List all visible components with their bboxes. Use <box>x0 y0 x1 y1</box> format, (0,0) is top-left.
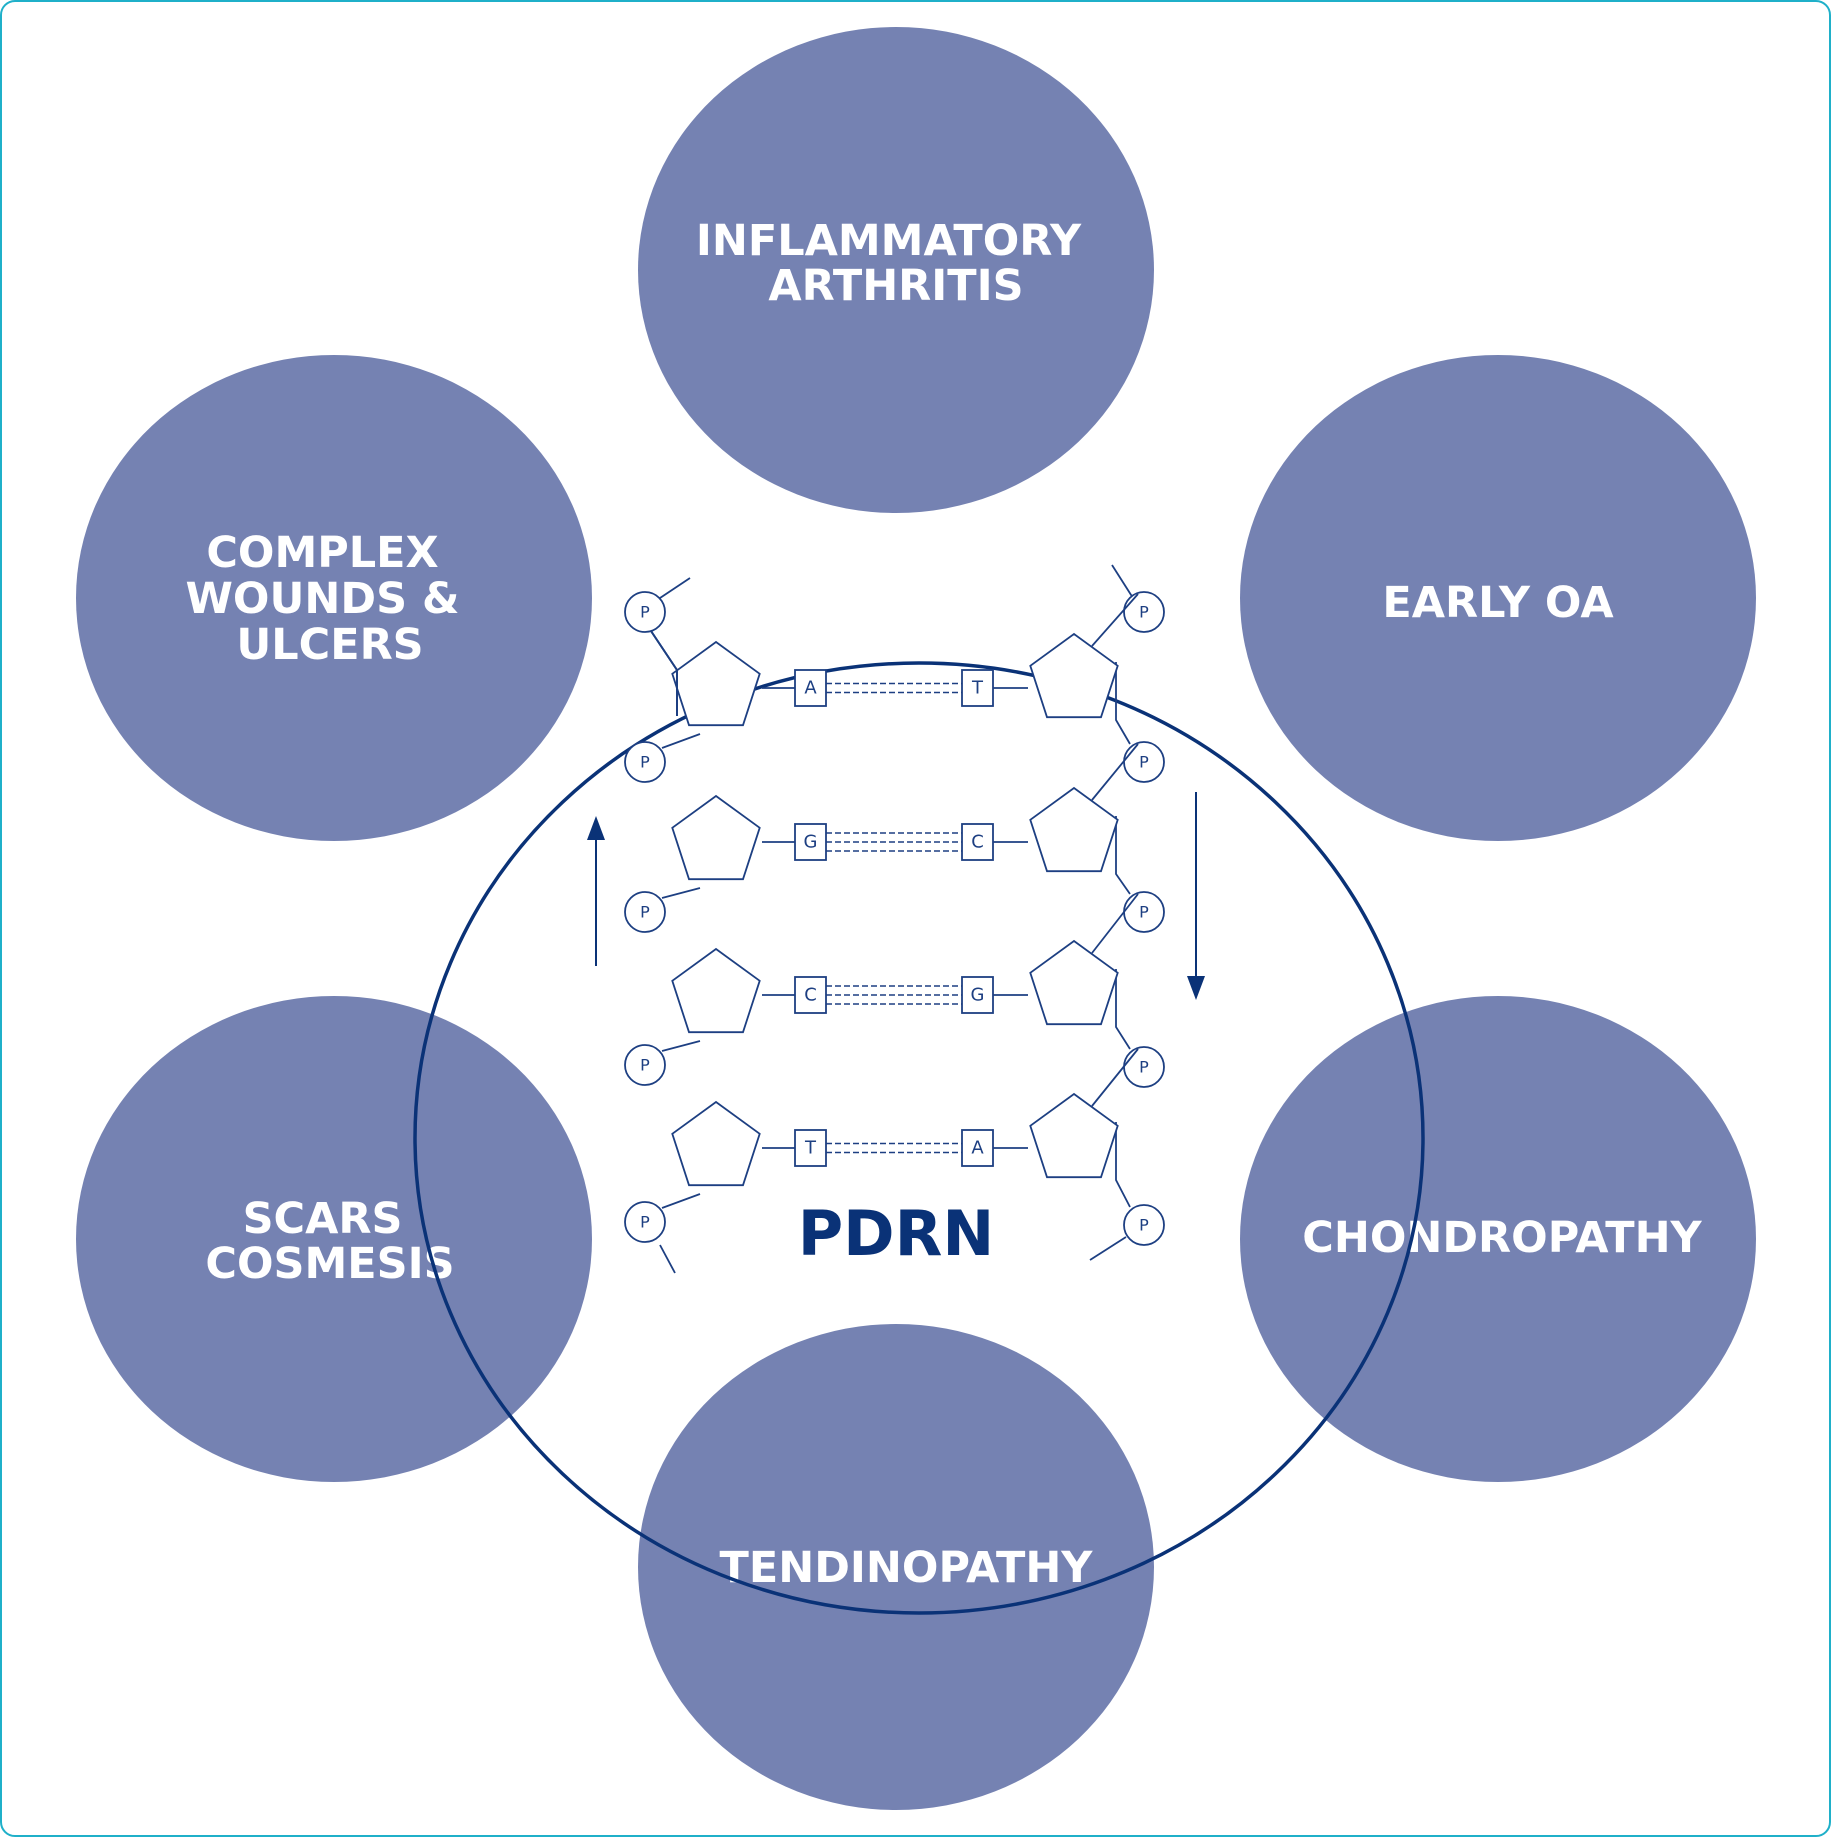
base-box-left-1 <box>794 823 827 861</box>
pdrn-ring <box>413 661 1425 1615</box>
base-box-right-2 <box>961 976 994 1014</box>
phosphate-right-0-label: P <box>1139 603 1149 622</box>
phosphate-left-1-circle <box>624 741 666 783</box>
dna-double-helix: P P P P P P P P P P A T G C C G T A <box>624 564 1165 1274</box>
phosphate-right-3-label: P <box>1139 1058 1149 1077</box>
label-inflammatory-arthritis: INFLAMMATORY ARTHRITIS <box>696 216 1096 311</box>
phosphate-right-4-circle <box>1123 1204 1165 1246</box>
strand-arrow-down-head <box>1187 976 1205 1000</box>
sugar-left-3 <box>671 1100 761 1187</box>
backbone-right-lower-1 <box>1115 816 1131 895</box>
phosphate-left-1-label: P <box>640 753 650 772</box>
sugar-right-3 <box>1029 1092 1119 1179</box>
backbone-right-upper-2 <box>1091 893 1139 954</box>
backbone-left-upper-3 <box>650 630 678 716</box>
base-left-1: G <box>804 832 818 853</box>
sugar-right-1 <box>1029 786 1119 873</box>
phosphate-left-4-circle <box>624 1201 666 1243</box>
phosphate-left-0-circle <box>624 591 666 633</box>
backbone-left-lower-2 <box>661 1040 701 1052</box>
backbone-right-lower-0 <box>1115 662 1131 745</box>
center-label-pdrn: PDRN <box>798 1197 995 1270</box>
label-complex-wounds-ulcers-line-3: ULCERS <box>236 620 423 670</box>
label-inflammatory-arthritis-line-2: ARTHRITIS <box>768 261 1023 311</box>
backbone-right-lower-3 <box>1115 1122 1131 1208</box>
label-chondropathy-line-1: CHONDROPATHY <box>1302 1213 1702 1263</box>
phosphate-right-4-label: P <box>1139 1216 1149 1235</box>
backbone-top-end-right <box>1111 564 1134 599</box>
bubble-scars-cosmesis <box>76 996 592 1482</box>
label-scars-cosmesis: SCARS COSMESIS <box>205 1194 454 1289</box>
sugar-left-1 <box>671 794 761 881</box>
phosphate-right-0-circle <box>1123 591 1165 633</box>
sugar-right-0 <box>1029 632 1119 719</box>
sugar-left-2 <box>671 947 761 1034</box>
base-box-left-3 <box>794 1129 827 1167</box>
bubble-chondropathy <box>1240 996 1756 1482</box>
base-left-0: A <box>804 678 817 699</box>
sugar-left-0 <box>671 640 761 727</box>
label-scars-cosmesis-line-2: COSMESIS <box>205 1239 454 1289</box>
backbone-left-lower-1 <box>661 887 701 899</box>
sugar-right-2 <box>1029 939 1119 1026</box>
strand-arrow-up-head <box>587 816 605 840</box>
base-box-right-3 <box>961 1129 994 1167</box>
phosphate-left-2-label: P <box>640 903 650 922</box>
backbone-left-lower-0 <box>661 733 701 749</box>
label-early-oa: EARLY OA <box>1382 578 1614 628</box>
label-complex-wounds-ulcers-line-1: COMPLEX <box>206 528 438 578</box>
phosphate-right-1-label: P <box>1139 753 1149 772</box>
label-tendinopathy-line-1: TENDINOPATHY <box>720 1543 1094 1593</box>
base-left-3: T <box>804 1138 817 1159</box>
label-tendinopathy: TENDINOPATHY <box>720 1543 1094 1593</box>
base-box-right-0 <box>961 669 994 707</box>
base-right-0: T <box>971 678 984 699</box>
backbone-top-end-left <box>659 577 691 599</box>
strand-arrow-down <box>1187 792 1205 1000</box>
bubble-tendinopathy <box>638 1324 1154 1810</box>
label-early-oa-line-1: EARLY OA <box>1382 578 1614 628</box>
backbone-right-lower-2 <box>1115 969 1131 1050</box>
bubble-early-oa <box>1240 355 1756 841</box>
bubble-complex-wounds-ulcers <box>76 355 592 841</box>
base-box-left-0 <box>794 669 827 707</box>
strand-arrow-up <box>587 816 605 966</box>
base-right-2: G <box>971 985 985 1006</box>
label-chondropathy: CHONDROPATHY <box>1302 1213 1702 1263</box>
base-left-2: C <box>804 985 817 1006</box>
label-inflammatory-arthritis-line-1: INFLAMMATORY <box>696 216 1082 266</box>
label-complex-wounds-ulcers-line-2: WOUNDS & <box>185 574 459 624</box>
phosphate-left-3-circle <box>624 1044 666 1086</box>
backbone-left-lower-3 <box>661 1193 701 1209</box>
base-right-1: C <box>971 832 984 853</box>
label-complex-wounds-ulcers: COMPLEX WOUNDS & ULCERS <box>185 528 474 670</box>
backbone-right-upper-0 <box>1091 593 1139 647</box>
backbone-bottom-end-right <box>1089 1236 1127 1261</box>
label-scars-cosmesis-line-1: SCARS <box>243 1194 403 1244</box>
phosphate-left-2-circle <box>624 891 666 933</box>
bubble-inflammatory-arthritis <box>638 27 1154 513</box>
backbone-right-upper-3 <box>1091 1048 1139 1107</box>
phosphate-right-2-label: P <box>1139 903 1149 922</box>
backbone-right-upper-1 <box>1091 743 1139 801</box>
base-box-left-2 <box>794 976 827 1014</box>
backbone-bottom-end-left <box>659 1244 676 1274</box>
phosphate-left-4-label: P <box>640 1213 650 1232</box>
base-right-3: A <box>971 1138 984 1159</box>
phosphate-left-3-label: P <box>640 1056 650 1075</box>
phosphate-left-0-label: P <box>640 603 650 622</box>
